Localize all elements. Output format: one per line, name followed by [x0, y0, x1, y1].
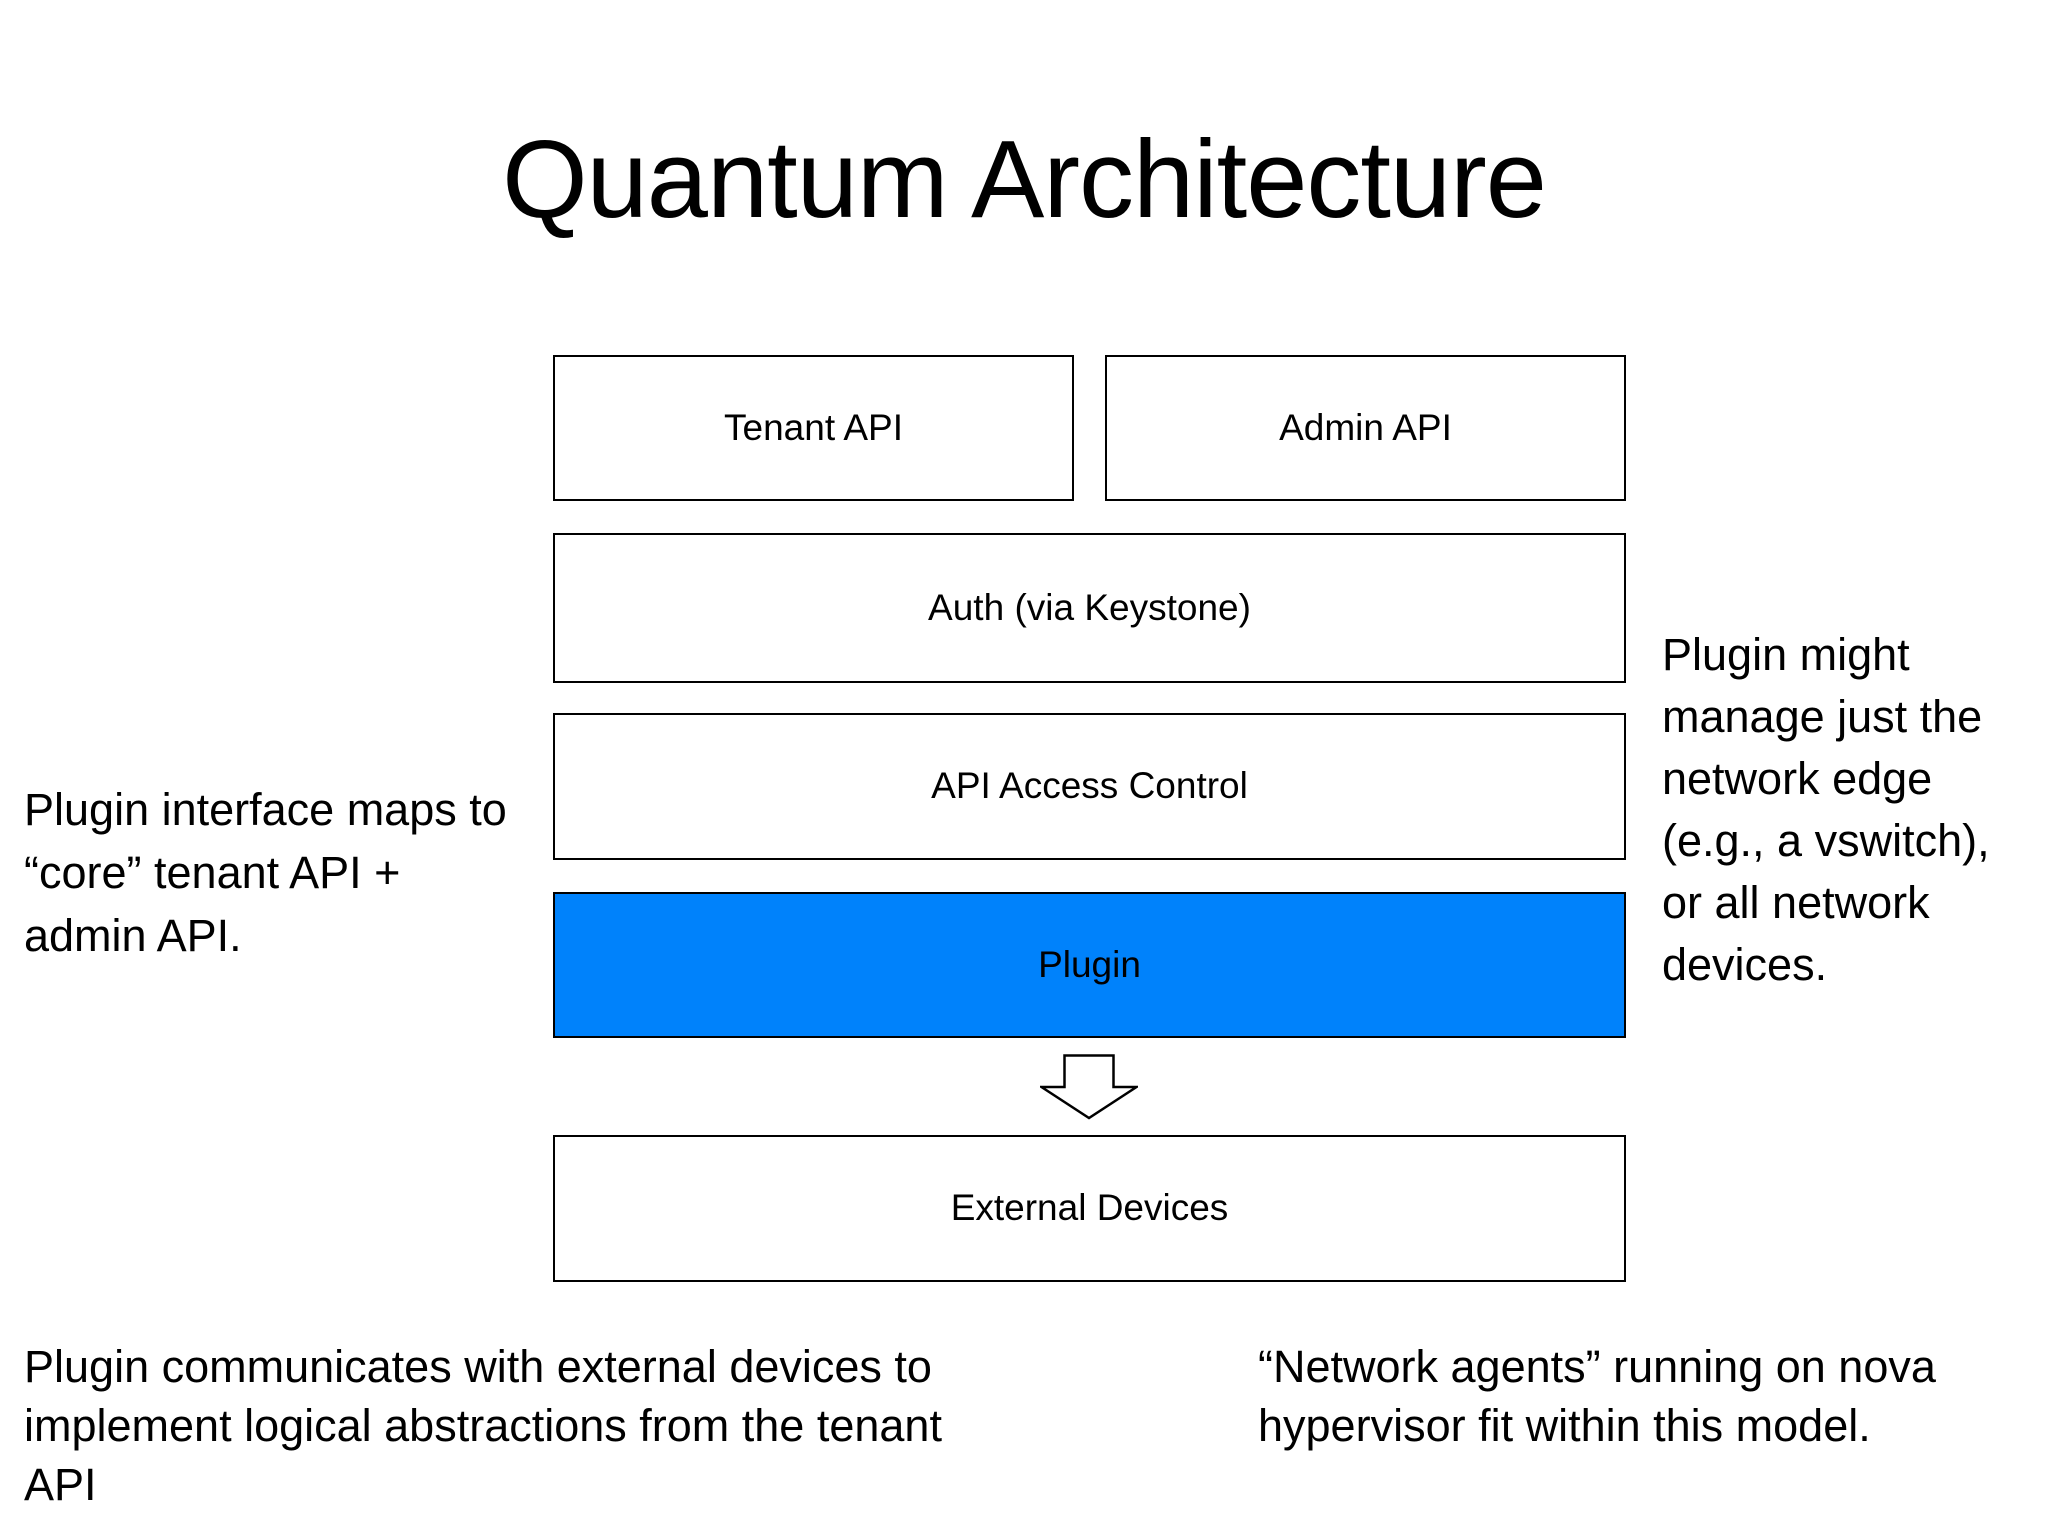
note-network-agents: “Network agents” running on nova hypervi… [1258, 1341, 1936, 1451]
box-plugin-label: Plugin [1038, 943, 1141, 985]
note-plugin-scope: Plugin might manage just the network edg… [1662, 629, 1990, 991]
box-auth-keystone: Auth (via Keystone) [553, 533, 1626, 683]
note-plugin-interface: Plugin interface maps to “core” tenant A… [24, 784, 507, 961]
box-api-access-control: API Access Control [553, 713, 1626, 860]
note-plugin-communicates: Plugin communicates with external device… [24, 1341, 942, 1510]
box-external-devices: External Devices [553, 1135, 1626, 1282]
box-auth-keystone-label: Auth (via Keystone) [928, 586, 1251, 628]
box-admin-api: Admin API [1105, 355, 1626, 501]
box-tenant-api: Tenant API [553, 355, 1074, 501]
down-arrow-icon [1040, 1054, 1138, 1120]
box-api-access-control-label: API Access Control [931, 765, 1248, 807]
slide-title: Quantum Architecture [502, 118, 1547, 241]
box-admin-api-label: Admin API [1279, 406, 1452, 448]
box-tenant-api-label: Tenant API [724, 406, 903, 448]
box-external-devices-label: External Devices [950, 1187, 1229, 1229]
box-plugin: Plugin [553, 892, 1626, 1038]
